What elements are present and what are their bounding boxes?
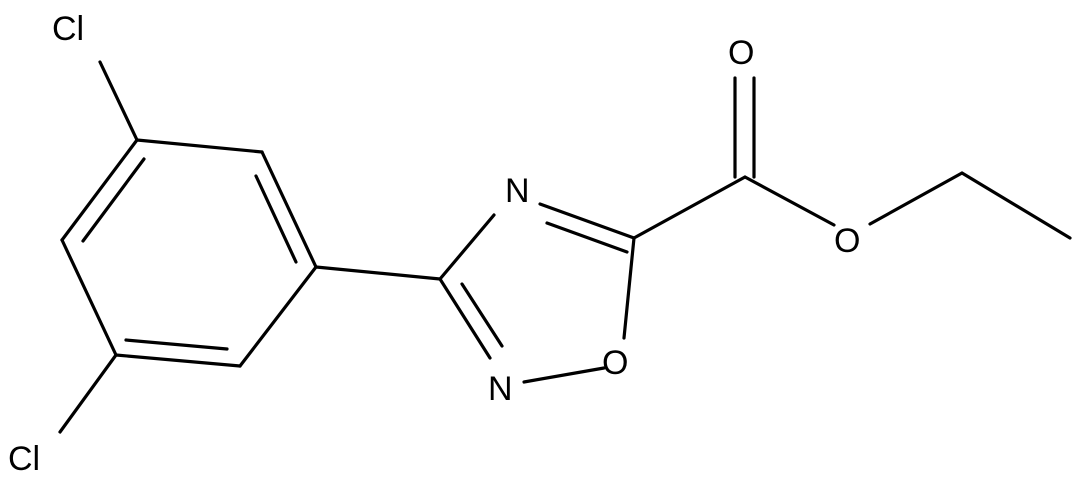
bond bbox=[60, 238, 118, 357]
atom-label-cl-bottom: Cl bbox=[8, 440, 40, 478]
double-bond-inner bbox=[81, 157, 146, 243]
bond-o-ch2 bbox=[868, 171, 964, 226]
atom-label-o-carbonyl: O bbox=[728, 34, 754, 72]
bond bbox=[438, 277, 492, 360]
bond bbox=[622, 236, 636, 340]
atom-label-n-lower: N bbox=[488, 370, 513, 408]
bond bbox=[260, 150, 318, 269]
atom-label-o-ester: O bbox=[834, 222, 860, 260]
benzene-ring bbox=[60, 138, 318, 368]
bond-ch2-ch3 bbox=[960, 171, 1072, 240]
bond bbox=[460, 282, 504, 348]
bond bbox=[114, 353, 242, 368]
bond bbox=[545, 221, 629, 254]
bond bbox=[135, 138, 264, 154]
bond bbox=[238, 265, 318, 368]
double-bond-inner bbox=[254, 174, 298, 264]
double-bond-inner bbox=[124, 338, 229, 351]
bond-c-o-ester bbox=[743, 175, 836, 227]
bond-ring-carbonyl bbox=[632, 175, 747, 240]
bond bbox=[438, 213, 496, 281]
bond-c-cl-bottom bbox=[58, 353, 118, 434]
bond-aryl-ring bbox=[314, 265, 442, 281]
bond bbox=[522, 366, 606, 384]
oxadiazole-ring bbox=[438, 202, 636, 384]
bond-c-cl-top bbox=[98, 60, 139, 142]
atom-label-n-upper: N bbox=[505, 172, 530, 210]
bond bbox=[60, 138, 139, 242]
atom-label-cl-top: Cl bbox=[52, 10, 84, 48]
bond bbox=[538, 202, 636, 240]
atom-label-o-ring: O bbox=[602, 344, 628, 382]
